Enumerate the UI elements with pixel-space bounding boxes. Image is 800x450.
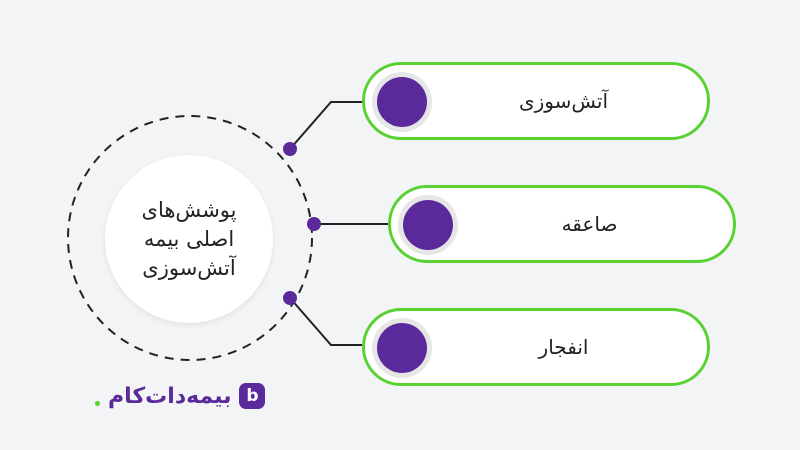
- coverage-label: صاعقه: [561, 212, 618, 236]
- central-topic-circle: پوشش‌های اصلی بیمه آتش‌سوزی: [105, 155, 273, 323]
- brand-logo: b بیمه‌دات‌کام: [95, 378, 266, 414]
- connector-node-1: [283, 142, 297, 156]
- coverage-pill-explosion: انفجار: [362, 308, 710, 386]
- central-topic-title: پوشش‌های اصلی بیمه آتش‌سوزی: [141, 197, 237, 280]
- coverage-label: آتش‌سوزی: [518, 89, 609, 113]
- connector-node-2: [307, 217, 321, 231]
- connector-line-3: [289, 297, 368, 346]
- logo-wordmark: بیمه‌دات‌کام: [108, 383, 232, 409]
- connector-line-1: [289, 101, 368, 150]
- connector-node-3: [283, 291, 297, 305]
- coverage-pill-fire: آتش‌سوزی: [362, 62, 710, 140]
- coverage-bullet-dot: [377, 77, 427, 127]
- logo-accent-dot: [95, 400, 100, 406]
- coverage-bullet-dot: [403, 200, 453, 250]
- dashed-orbit: [67, 115, 313, 361]
- coverage-bullet-dot: [377, 323, 427, 373]
- logo-badge-icon: b: [239, 383, 266, 409]
- coverage-pill-lightning: صاعقه: [388, 185, 736, 263]
- coverage-label: انفجار: [538, 335, 589, 359]
